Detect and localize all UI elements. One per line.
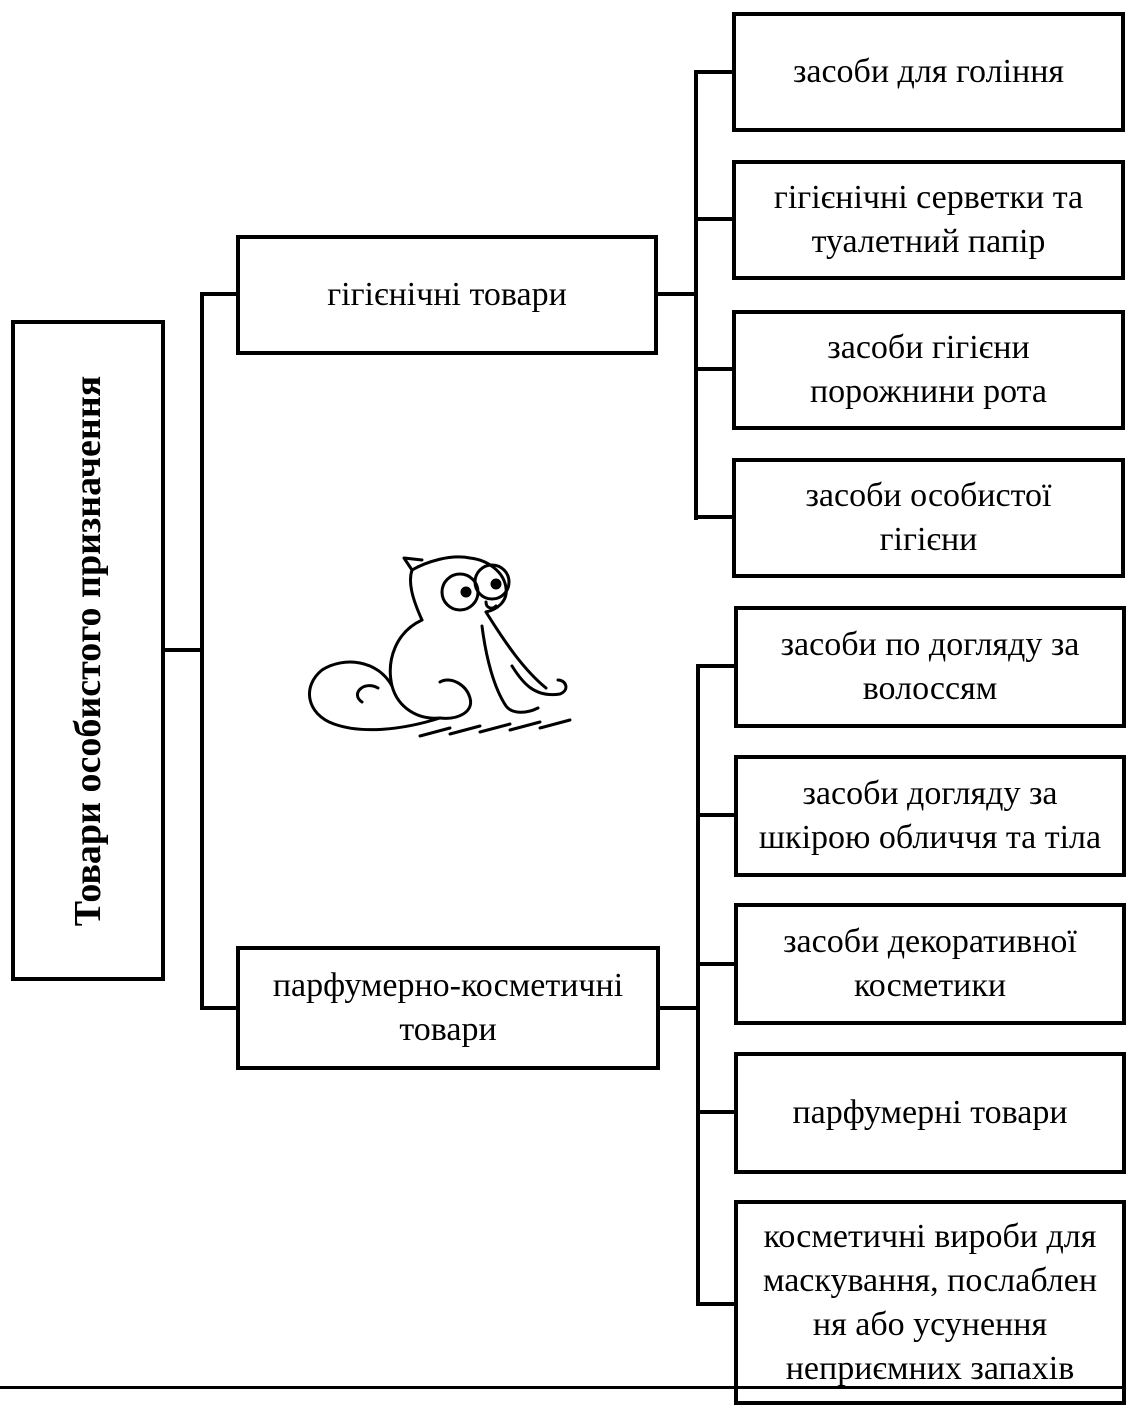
leaf-node: парфумерні товари (734, 1052, 1126, 1174)
connector (696, 664, 700, 1306)
connector (696, 962, 736, 966)
leaf-node: косметичні вироби для маскування, послаб… (734, 1200, 1126, 1405)
connector (694, 515, 734, 519)
root-node-label: Товари особистого призначення (67, 375, 109, 926)
leaf-node: засоби догляду за шкірою обличчя та тіла (734, 755, 1126, 877)
page-bottom-rule (0, 1386, 1126, 1389)
leaf-node: гігієнічні серветки та туалетний папір (732, 160, 1125, 280)
root-node: Товари особистого призначення (11, 320, 165, 981)
connector (694, 70, 698, 520)
connector (694, 217, 734, 221)
leaf-node: засоби для гоління (732, 12, 1125, 132)
connector (660, 1006, 698, 1010)
category-node-hygiene: гігієнічні товари (236, 235, 658, 355)
connector (200, 292, 238, 296)
connector (696, 1110, 736, 1114)
connector (694, 70, 734, 74)
connector (200, 1006, 238, 1010)
leaf-node: засоби особистої гігієни (732, 458, 1125, 578)
connector (658, 292, 696, 296)
cartoon-cat-icon (308, 555, 572, 738)
connector (165, 648, 202, 652)
category-node-perfume-cosmetics: парфумерно-косметичні товари (236, 946, 660, 1070)
leaf-node: засоби гігієни порожнини рота (732, 310, 1125, 430)
connector (694, 367, 734, 371)
connector (696, 664, 736, 668)
connector (696, 1302, 736, 1306)
connector (200, 292, 204, 1010)
connector (696, 813, 736, 817)
leaf-node: засоби декоративної косметики (734, 903, 1126, 1025)
leaf-node: засоби по догляду за волоссям (734, 606, 1126, 728)
